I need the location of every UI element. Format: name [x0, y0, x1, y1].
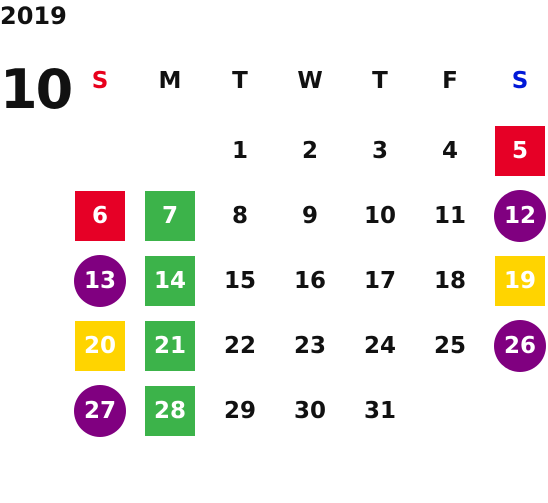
day-number: 24 — [363, 332, 396, 359]
day-cell-27[interactable]: 27 — [65, 378, 135, 443]
day-number: 20 — [83, 332, 116, 359]
day-cell-10[interactable]: 10 — [345, 183, 415, 248]
day-number: 30 — [293, 397, 326, 424]
day-number: 22 — [223, 332, 256, 359]
day-number: 8 — [231, 202, 248, 229]
day-cell-14[interactable]: 14 — [135, 248, 205, 313]
day-number: 13 — [83, 267, 116, 294]
day-number: 6 — [91, 202, 108, 229]
weekday-header-tuesday: T — [205, 48, 275, 113]
weekday-header-thursday: T — [345, 48, 415, 113]
day-number: 31 — [363, 397, 396, 424]
day-number: 9 — [301, 202, 318, 229]
day-cell-26[interactable]: 26 — [485, 313, 548, 378]
day-cell-13[interactable]: 13 — [65, 248, 135, 313]
day-cell-29[interactable]: 29 — [205, 378, 275, 443]
calendar-year: 2019 — [0, 2, 67, 30]
weekday-header-saturday: S — [485, 48, 548, 113]
day-number: 7 — [161, 202, 178, 229]
day-number: 2 — [301, 137, 318, 164]
day-cell-19[interactable]: 19 — [485, 248, 548, 313]
green-square-marker — [145, 190, 195, 241]
weekday-header-friday: F — [415, 48, 485, 113]
day-number: 28 — [153, 397, 186, 424]
day-cell-24[interactable]: 24 — [345, 313, 415, 378]
day-cell-12[interactable]: 12 — [485, 183, 548, 248]
day-number: 4 — [441, 137, 458, 164]
green-square-marker — [145, 320, 195, 371]
day-cell-20[interactable]: 20 — [65, 313, 135, 378]
day-number: 1 — [231, 137, 248, 164]
day-number: 17 — [363, 267, 396, 294]
day-cell-8[interactable]: 8 — [205, 183, 275, 248]
day-cell-30[interactable]: 30 — [275, 378, 345, 443]
calendar-month: 10 — [0, 58, 73, 121]
day-cell-31[interactable]: 31 — [345, 378, 415, 443]
purple-circle-marker — [74, 254, 126, 307]
weekday-label: S — [511, 67, 529, 94]
day-cell-7[interactable]: 7 — [135, 183, 205, 248]
day-number: 26 — [503, 332, 536, 359]
day-number: 15 — [223, 267, 256, 294]
weekday-label: W — [297, 67, 323, 94]
day-cell-2[interactable]: 2 — [275, 118, 345, 183]
red-square-marker — [75, 190, 125, 241]
weekday-header-sunday: S — [65, 48, 135, 113]
day-number: 29 — [223, 397, 256, 424]
yellow-square-marker — [495, 255, 545, 306]
day-cell-6[interactable]: 6 — [65, 183, 135, 248]
day-number: 21 — [153, 332, 186, 359]
green-square-marker — [145, 255, 195, 306]
day-cell-3[interactable]: 3 — [345, 118, 415, 183]
purple-circle-marker — [494, 319, 546, 372]
day-cell-16[interactable]: 16 — [275, 248, 345, 313]
weekday-label: F — [442, 67, 458, 94]
day-cell-28[interactable]: 28 — [135, 378, 205, 443]
weekday-label: S — [91, 67, 109, 94]
day-number: 12 — [503, 202, 536, 229]
yellow-square-marker — [75, 320, 125, 371]
day-number: 3 — [371, 137, 388, 164]
day-cell-15[interactable]: 15 — [205, 248, 275, 313]
day-number: 23 — [293, 332, 326, 359]
weekday-label: T — [372, 67, 388, 94]
day-cell-1[interactable]: 1 — [205, 118, 275, 183]
red-square-marker — [495, 125, 545, 176]
weekday-label: M — [158, 67, 182, 94]
day-cell-9[interactable]: 9 — [275, 183, 345, 248]
day-cell-11[interactable]: 11 — [415, 183, 485, 248]
weekday-header-monday: M — [135, 48, 205, 113]
day-number: 25 — [433, 332, 466, 359]
day-cell-22[interactable]: 22 — [205, 313, 275, 378]
day-number: 5 — [511, 137, 528, 164]
green-square-marker — [145, 385, 195, 436]
day-number: 11 — [433, 202, 466, 229]
day-number: 14 — [153, 267, 186, 294]
day-number: 10 — [363, 202, 396, 229]
day-cell-21[interactable]: 21 — [135, 313, 205, 378]
day-cell-23[interactable]: 23 — [275, 313, 345, 378]
day-number: 16 — [293, 267, 326, 294]
day-number: 19 — [503, 267, 536, 294]
purple-circle-marker — [494, 189, 546, 242]
weekday-header-wednesday: W — [275, 48, 345, 113]
purple-circle-marker — [74, 384, 126, 437]
day-number: 27 — [83, 397, 116, 424]
day-cell-17[interactable]: 17 — [345, 248, 415, 313]
day-cell-4[interactable]: 4 — [415, 118, 485, 183]
day-cell-18[interactable]: 18 — [415, 248, 485, 313]
weekday-label: T — [232, 67, 248, 94]
day-cell-25[interactable]: 25 — [415, 313, 485, 378]
day-cell-5[interactable]: 5 — [485, 118, 548, 183]
day-number: 18 — [433, 267, 466, 294]
